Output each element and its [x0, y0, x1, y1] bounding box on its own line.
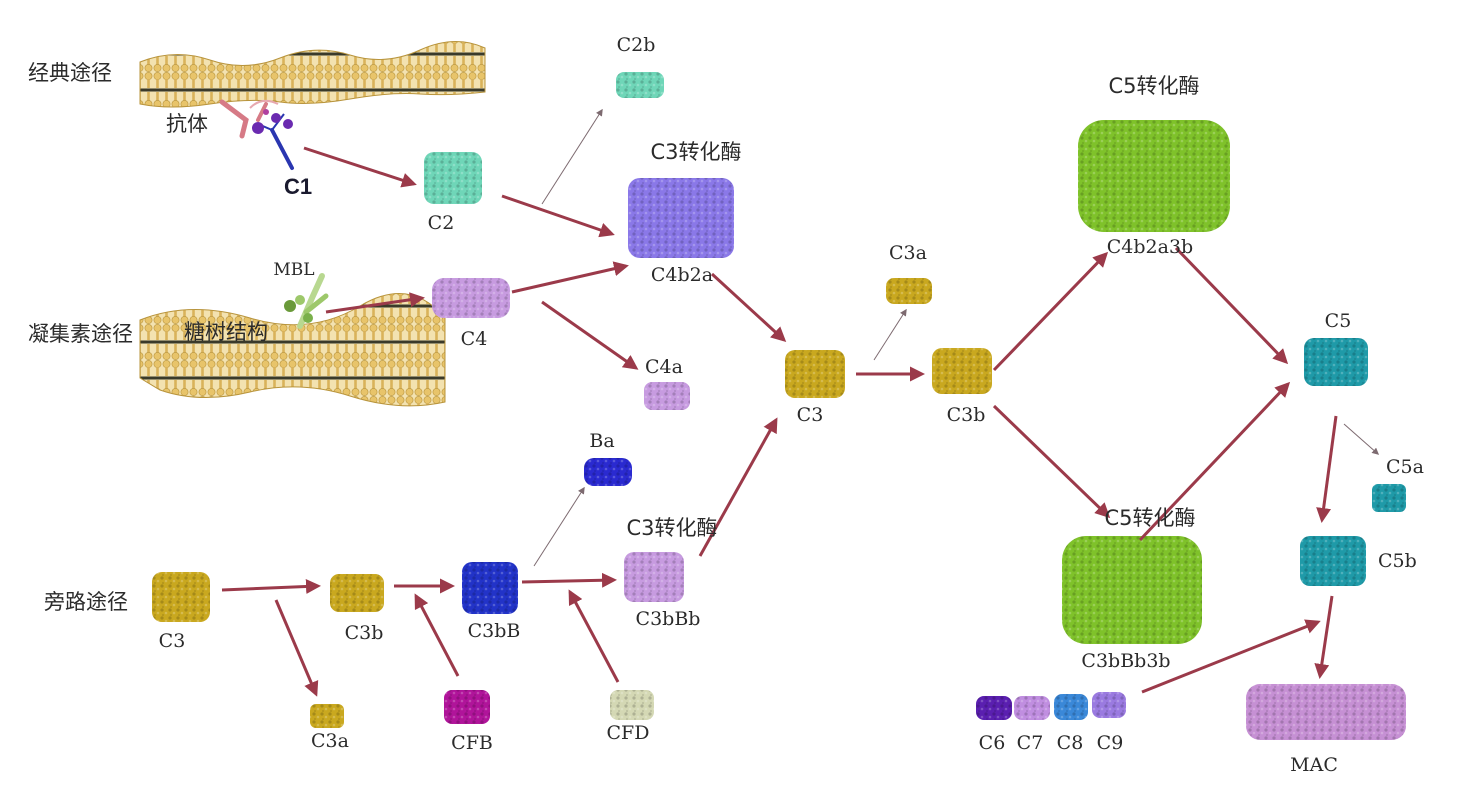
- arrow-mbl-to-c4: [325, 292, 425, 314]
- cfd-label: CFD: [606, 722, 650, 744]
- arrow-c1-to-c2: [303, 146, 417, 188]
- protein-c3-alt: [152, 572, 210, 622]
- arrow-c2-to-c4b2a: [501, 194, 615, 238]
- c1-label: C1: [284, 174, 313, 199]
- mbl-molecule: [284, 273, 329, 329]
- c3b-alt-label: C3b: [344, 622, 384, 644]
- arrow-c6c9-to-c5b: [1141, 619, 1321, 694]
- protein-c3bb: [462, 562, 518, 614]
- c3-convertase-alt-label: C3转化酶: [626, 516, 718, 540]
- arrow-c2-to-c2b: [541, 108, 603, 205]
- c1-molecule: [252, 109, 294, 170]
- c9-label: C9: [1096, 732, 1124, 754]
- protein-c3bbb: [624, 552, 684, 602]
- arrow-c5-to-c5b: [1316, 415, 1338, 523]
- protein-c2: [424, 152, 482, 204]
- arrow-c3-to-c3b-alt: [221, 579, 321, 594]
- protein-c5: [1304, 338, 1368, 386]
- c2-label: C2: [427, 212, 455, 234]
- protein-c2b: [616, 72, 664, 98]
- protein-c4: [432, 278, 510, 318]
- c5-convertase-bottom-label: C5转化酶: [1104, 506, 1196, 530]
- c3a-top-label: C3a: [889, 242, 927, 264]
- c3b-center-label: C3b: [946, 404, 986, 426]
- c8-label: C8: [1056, 732, 1084, 754]
- alternative-pathway-label: 旁路途径: [44, 590, 128, 614]
- protein-c9: [1092, 692, 1126, 718]
- arrow-c4b2a-to-c3: [710, 272, 787, 343]
- protein-c3-convertase-top: [628, 178, 734, 258]
- protein-c3b-center: [932, 348, 992, 394]
- arrow-c4b2a3b-to-c5: [1174, 246, 1289, 365]
- c5a-label: C5a: [1386, 456, 1424, 478]
- c3a-alt-label: C3a: [311, 730, 349, 752]
- arrow-c3bb-to-ba: [533, 486, 585, 567]
- protein-ba: [584, 458, 632, 486]
- arrow-c3bbb-to-c3: [698, 417, 778, 557]
- protein-c7: [1014, 696, 1050, 720]
- ba-label: Ba: [589, 430, 615, 452]
- c2b-label: C2b: [616, 34, 656, 56]
- arrow-c3bbb3b-to-c5: [1138, 381, 1291, 542]
- arrow-c5-to-c5a: [1343, 423, 1380, 455]
- arrow-c3-to-c3a: [873, 308, 907, 361]
- protein-c3a-alt: [310, 704, 344, 728]
- arrow-cfb-to-c3bb: [414, 593, 460, 677]
- arrows: [221, 146, 1338, 697]
- protein-c4a: [644, 382, 690, 410]
- mac-label: MAC: [1290, 754, 1338, 776]
- c4-label: C4: [460, 328, 488, 350]
- arrow-c3-to-c3a-alt: [274, 599, 319, 697]
- c3-convertase-top-label: C3转化酶: [650, 140, 742, 164]
- c7-label: C7: [1016, 732, 1044, 754]
- c5-label: C5: [1324, 310, 1352, 332]
- protein-c8: [1054, 694, 1088, 720]
- c3bb-label: C3bB: [467, 620, 521, 642]
- protein-c3b-alt: [330, 574, 384, 612]
- lectin-membrane: [139, 293, 446, 407]
- c4b2a3b-label: C4b2a3b: [1106, 236, 1194, 258]
- c3bbb3b-label: C3bBb3b: [1081, 650, 1171, 672]
- arrow-c3b-to-c4b2a3b: [992, 251, 1109, 372]
- c5b-label: C5b: [1378, 550, 1417, 572]
- c3bbb-label: C3bBb: [635, 608, 701, 630]
- antibody-shape: [219, 99, 279, 139]
- arrow-c4-to-c4b2a: [511, 261, 629, 294]
- classical-membrane: [139, 40, 486, 108]
- cfb-label: CFB: [451, 732, 493, 754]
- glycan-structure-label: 糖树结构: [184, 320, 268, 344]
- lectin-pathway-label: 凝集素途径: [28, 322, 133, 346]
- arrow-cfd-to-c3bbb: [568, 589, 620, 683]
- thin-arrows: [533, 108, 1380, 567]
- arrow-c3b-to-c3bbb3b: [992, 404, 1111, 519]
- protein-c3-center: [785, 350, 845, 398]
- c4a-label: C4a: [645, 356, 683, 378]
- c3-center-label: C3: [796, 404, 824, 426]
- c5-convertase-top-label: C5转化酶: [1108, 74, 1200, 98]
- antibody-label: 抗体: [166, 112, 208, 136]
- mbl-label: MBL: [273, 260, 315, 280]
- protein-c5a: [1372, 484, 1406, 512]
- arrow-c4-to-c4a: [541, 300, 639, 370]
- protein-c6: [976, 696, 1012, 720]
- protein-cfd: [610, 690, 654, 720]
- c6-label: C6: [978, 732, 1006, 754]
- protein-c5-convertase-bottom: [1062, 536, 1202, 644]
- protein-cfb: [444, 690, 490, 724]
- c4b2a-label: C4b2a: [650, 264, 714, 286]
- protein-c5-convertase-top: [1078, 120, 1230, 232]
- classical-pathway-label: 经典途径: [28, 61, 112, 85]
- arrow-c3bb-to-c3bbb: [521, 572, 617, 588]
- c3-alt-label: C3: [158, 630, 186, 652]
- protein-mac: [1246, 684, 1406, 740]
- protein-c3a-top: [886, 278, 932, 304]
- protein-c5b: [1300, 536, 1366, 586]
- arrow-c5b-to-mac: [1314, 595, 1334, 679]
